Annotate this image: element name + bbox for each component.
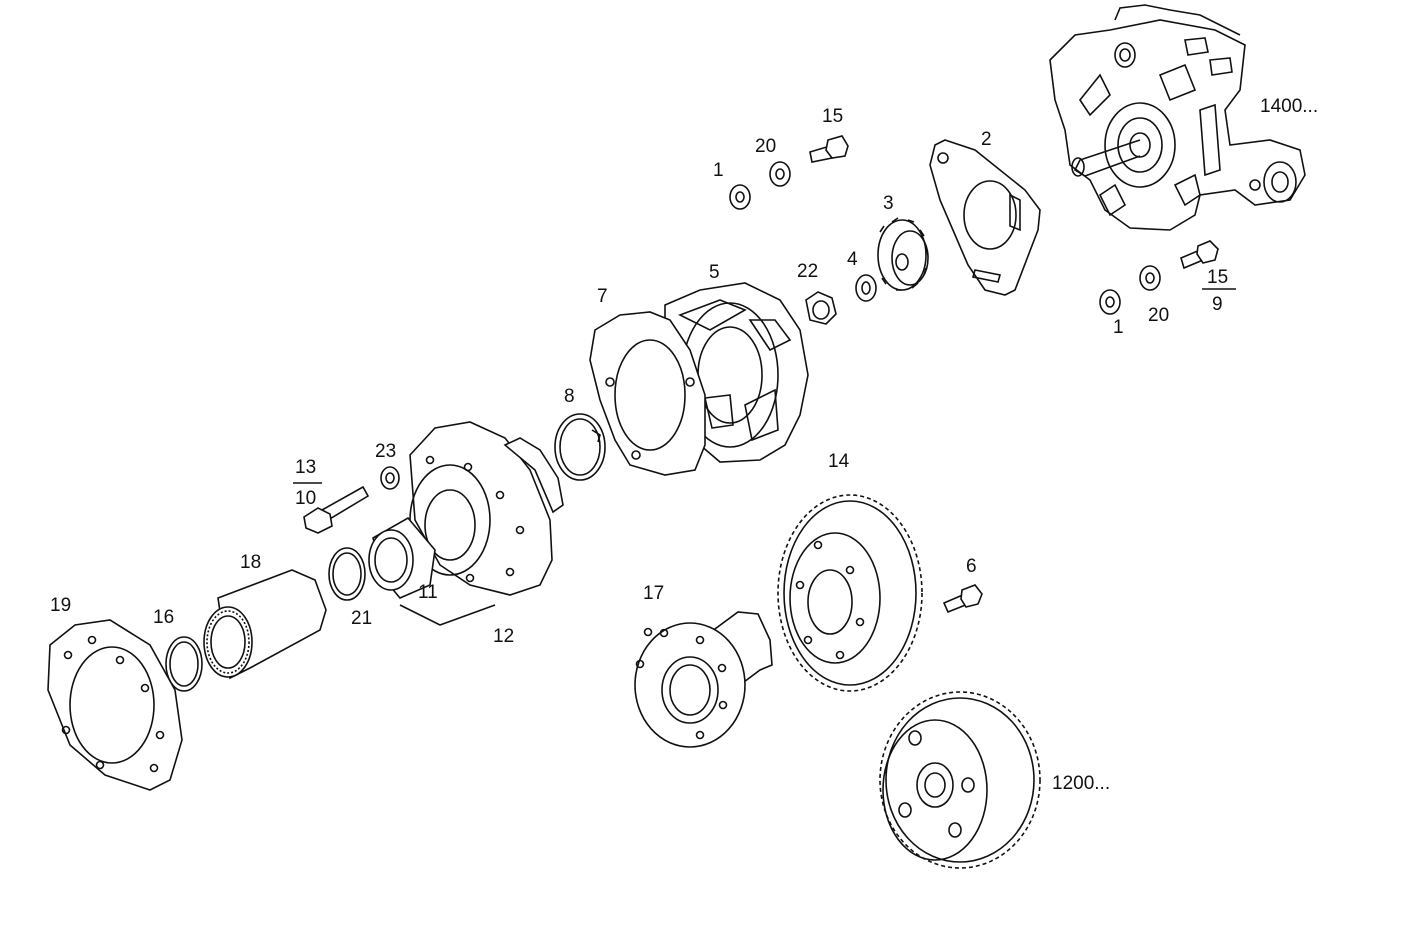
label-6: 6 [966,556,977,577]
pump-housing-part [1049,4,1306,231]
bolt-part-15-top [809,135,849,163]
label-23: 23 [375,441,396,462]
gasket-part-7 [589,311,706,476]
circlip-part-8 [554,413,606,481]
splined-sleeve-part-18 [203,569,327,680]
label-17: 17 [643,583,664,604]
label-19: 19 [50,595,71,616]
washer-part-20-bottom [1139,265,1161,291]
label-9: 9 [1212,294,1223,315]
label-13: 13 [295,457,316,478]
washer-part-4 [855,274,877,302]
nut-part-22 [805,291,837,325]
sleeve-part-11 [368,516,436,599]
washer-part-1-bottom [1099,289,1121,315]
bolt-part-15-bottom [1180,240,1219,270]
label-14: 14 [828,451,850,472]
label-15-bottom: 15 [1207,267,1228,288]
ring-part-21 [328,547,366,601]
label-1400: 1400... [1260,96,1318,117]
washer-part-20-top [769,161,791,187]
washer-part-1-top [729,184,751,210]
label-22: 22 [797,261,818,282]
bracket-plate-part-2 [929,139,1041,296]
washer-part-23 [380,466,400,490]
gear-part-14 [777,494,923,692]
label-21: 21 [351,608,372,629]
label-5: 5 [709,262,720,283]
flange-part-17 [634,611,773,748]
label-8: 8 [564,386,575,407]
label-18: 18 [240,552,261,573]
label-11: 11 [418,582,438,603]
label-4: 4 [847,249,858,270]
label-2: 2 [981,129,992,150]
bolt-part-13 [303,485,370,534]
bracket-line-12 [399,604,496,626]
label-7: 7 [597,286,608,307]
label-1-top: 1 [713,160,724,181]
label-10: 10 [295,488,316,509]
label-1-bottom: 1 [1113,317,1124,338]
bolt-part-6 [942,584,983,614]
label-15-top: 15 [822,106,843,127]
ring-part-16 [165,636,203,692]
label-3: 3 [883,193,894,214]
gear-part-1200 [879,691,1041,869]
label-1200: 1200... [1052,773,1110,794]
gasket-plate-part-19 [47,619,183,791]
sprocket-part-3 [877,217,929,291]
hub-part-12 [409,421,564,596]
label-20-top: 20 [755,136,776,157]
label-16: 16 [153,607,174,628]
label-20-bottom: 20 [1148,305,1169,326]
label-12: 12 [493,626,514,647]
